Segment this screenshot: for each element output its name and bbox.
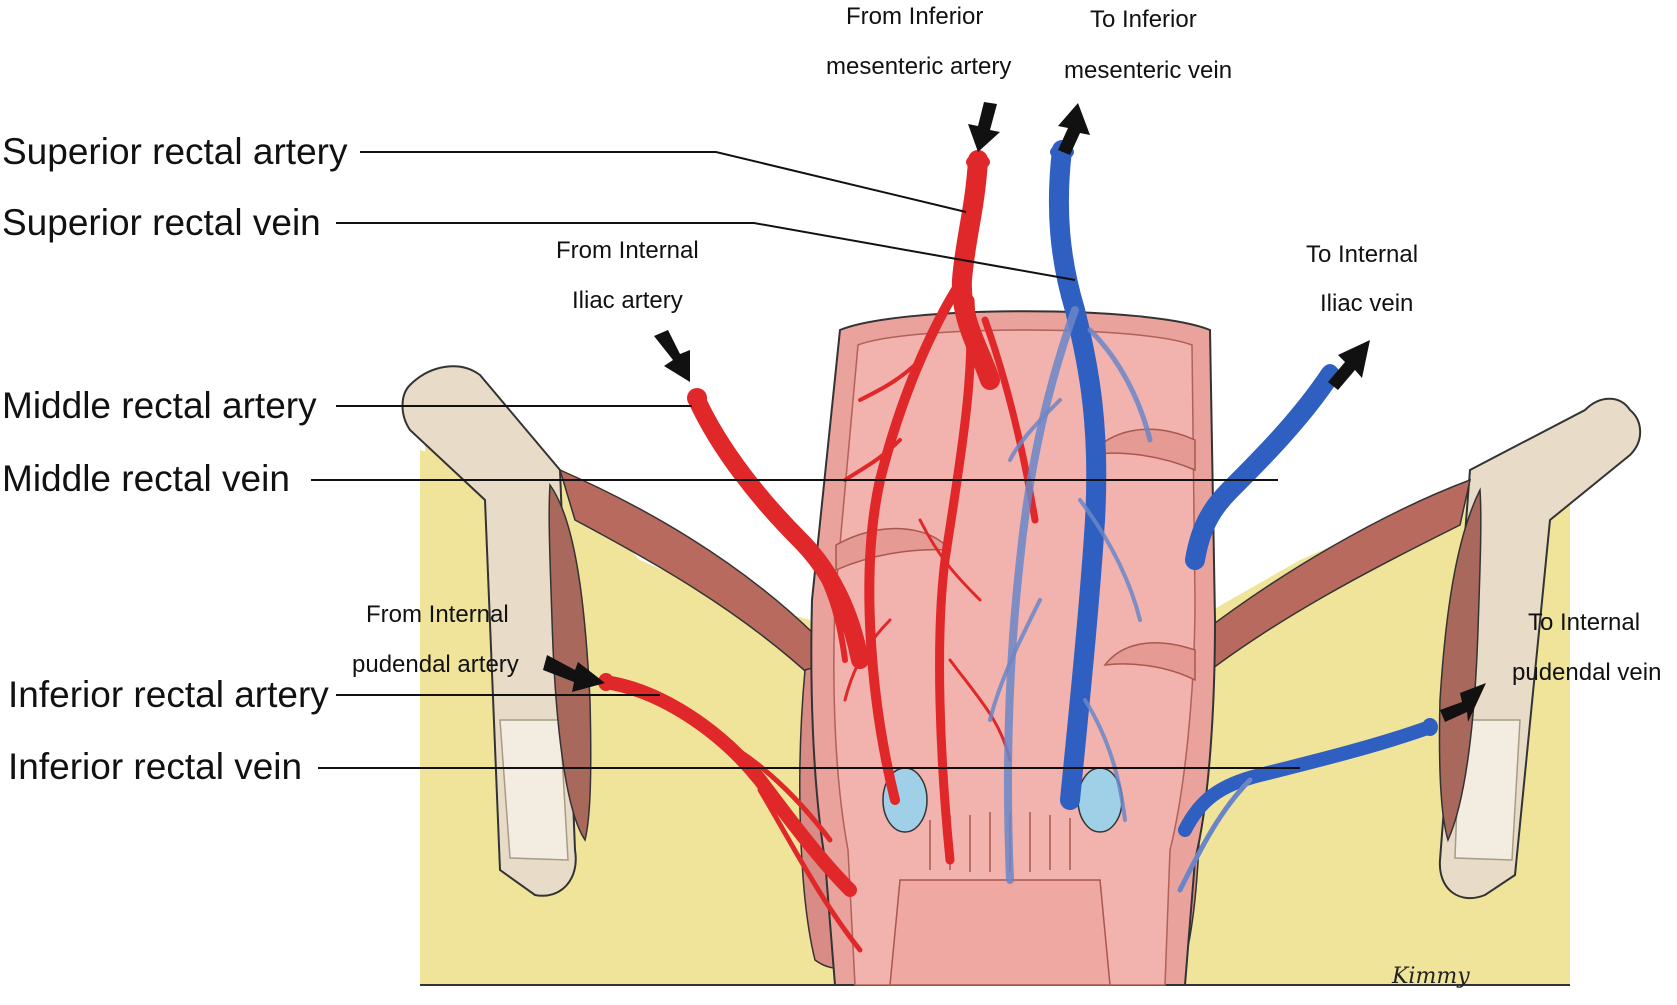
arrow-to-iiv (1328, 340, 1370, 390)
arrow-from-ima (968, 102, 1000, 152)
label-middle-rectal-vein: Middle rectal vein (2, 458, 290, 499)
superior-rectal-artery-end (966, 154, 990, 170)
source-labels: From Inferior mesenteric artery To Infer… (352, 3, 1661, 686)
left-bone-marrow (499, 719, 569, 861)
left-obturator-muscle (548, 482, 592, 842)
leader-lines (311, 151, 1300, 769)
label-iiv-line1: To Internal (1306, 241, 1418, 268)
label-ipa-line2: pudendal artery (352, 651, 519, 678)
label-ipa-line1: From Internal (366, 601, 509, 628)
label-superior-rectal-vein: Superior rectal vein (2, 202, 321, 243)
arrow-to-ipv (1440, 683, 1486, 722)
veins (988, 140, 1438, 893)
label-iia-line1: From Internal (556, 237, 699, 264)
arrow-from-ipa (543, 655, 605, 692)
label-inferior-rectal-artery: Inferior rectal artery (8, 674, 329, 715)
rectal-valve-lower (1103, 642, 1196, 682)
label-ipv-line1: To Internal (1528, 609, 1640, 636)
inferior-rectal-artery (598, 675, 857, 897)
artist-signature: Kimmy (1391, 964, 1470, 989)
structure-labels: Superior rectal artery Superior rectal v… (2, 131, 348, 787)
label-superior-rectal-artery: Superior rectal artery (2, 131, 348, 172)
inferior-rectal-vein (1178, 720, 1437, 837)
label-middle-rectal-artery: Middle rectal artery (2, 385, 317, 426)
label-iia-line2: Iliac artery (572, 287, 683, 314)
arrow-from-iia (654, 330, 690, 382)
label-ipv-line2: pudendal vein (1512, 659, 1661, 686)
middle-rectal-vein (1185, 365, 1340, 570)
arrow-to-imv (1058, 103, 1090, 155)
label-inferior-rectal-vein: Inferior rectal vein (8, 746, 302, 787)
anal-canal (889, 879, 1111, 986)
flow-arrows (543, 102, 1486, 722)
anatomy-illustration (401, 310, 1642, 986)
label-ima-line1: From Inferior (846, 3, 983, 30)
right-obturator-muscle (1438, 487, 1482, 843)
label-imv-line2: mesenteric vein (1064, 57, 1232, 84)
superior-rectal-artery-trunk (951, 150, 1000, 390)
superior-rectal-vein-trunk (1048, 140, 1107, 810)
label-imv-line1: To Inferior (1090, 6, 1197, 33)
label-ima-line2: mesenteric artery (826, 53, 1011, 80)
label-iiv-line2: Iliac vein (1320, 290, 1413, 317)
